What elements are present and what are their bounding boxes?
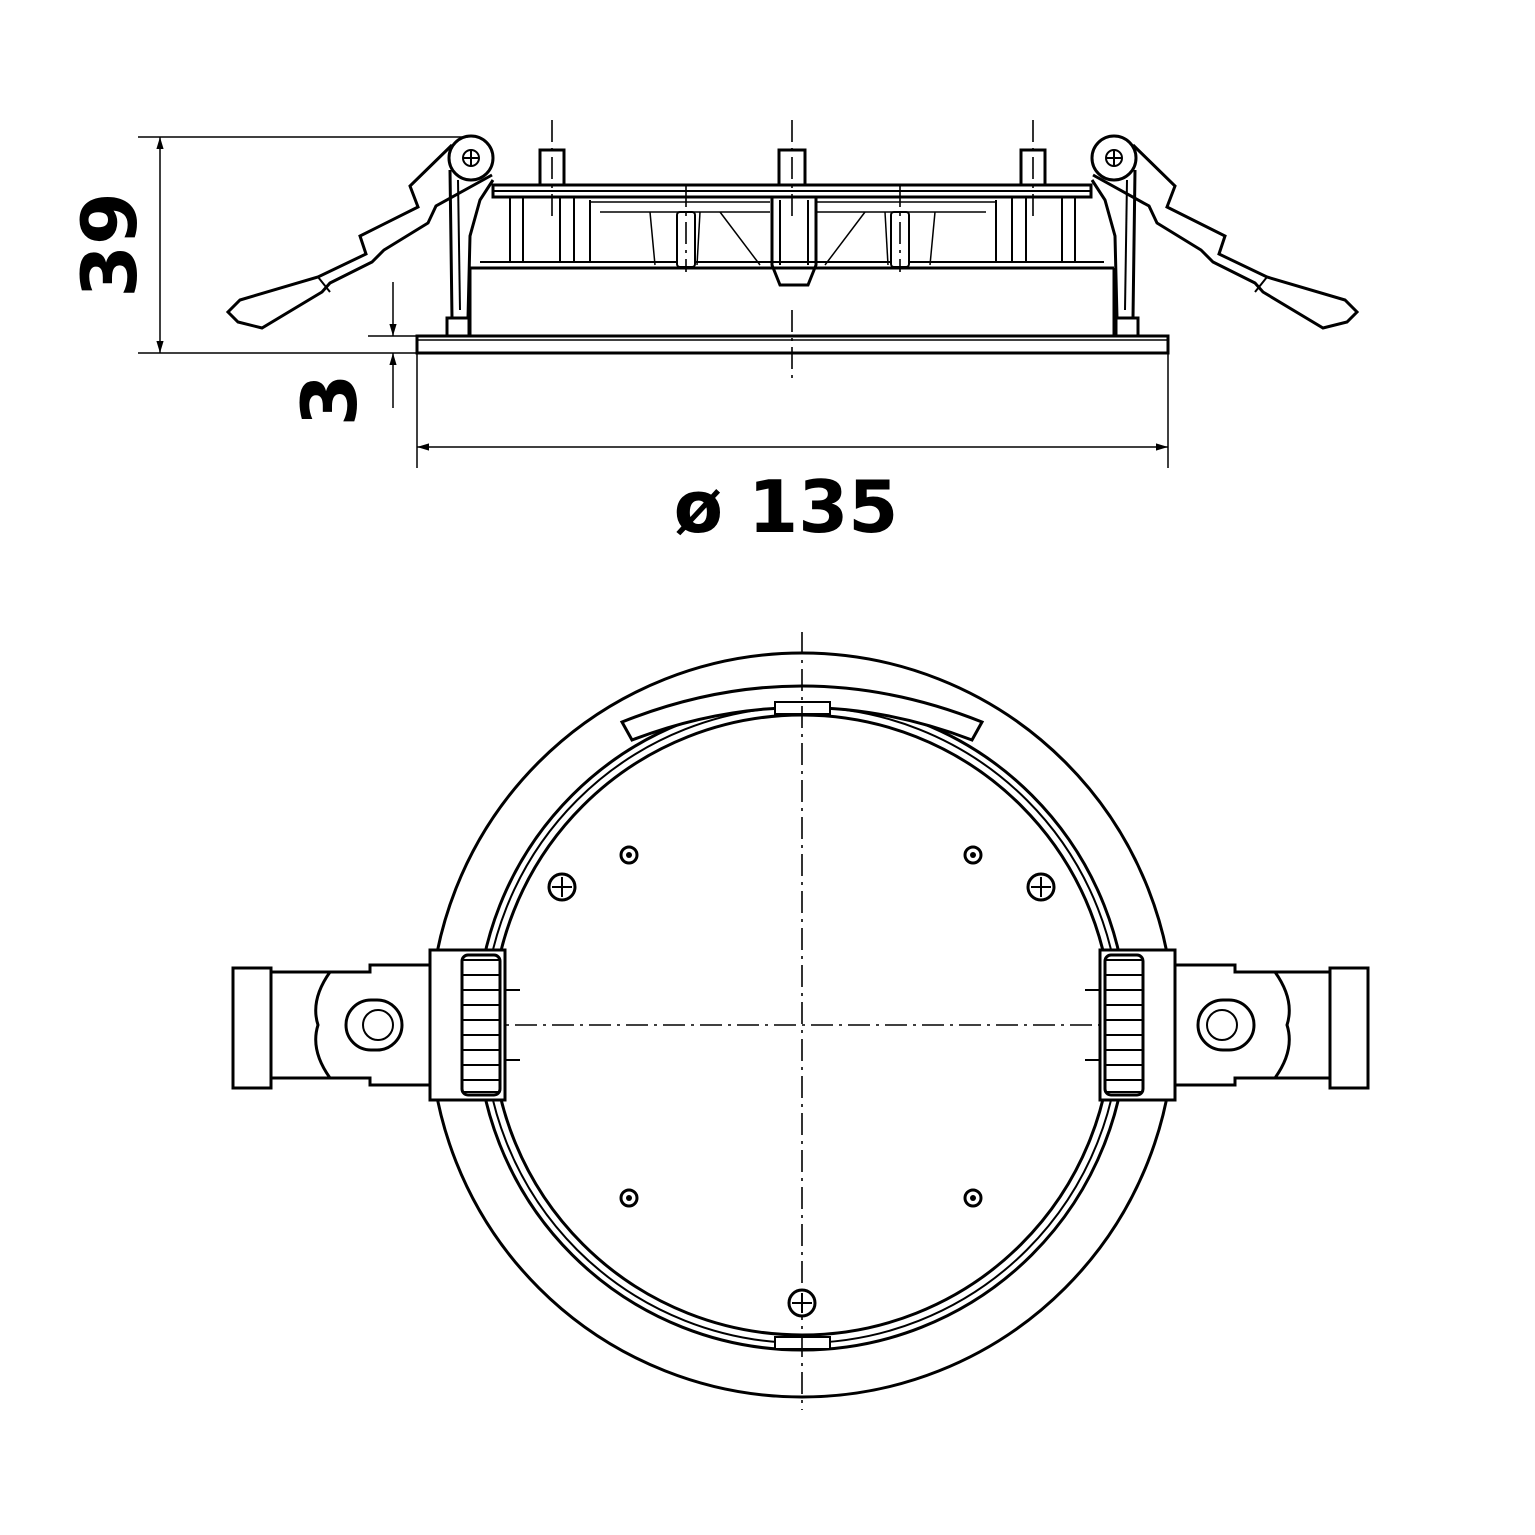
phillips-screw-icon <box>787 1288 817 1318</box>
diameter-label: ø 135 <box>674 465 899 549</box>
screw-icon <box>963 1188 983 1208</box>
flange-dimension: 3 <box>285 282 417 426</box>
diameter-dimension: ø 135 <box>416 353 1169 549</box>
phillips-screw-icon <box>547 872 577 902</box>
left-slot-icon <box>344 998 404 1052</box>
top-view <box>231 632 1370 1410</box>
height-label: 39 <box>65 192 154 298</box>
screw-icon <box>619 1188 639 1208</box>
screws <box>547 845 1056 1318</box>
housing-body <box>468 183 1116 336</box>
right-clip-topview <box>1085 948 1370 1102</box>
screw-icon <box>619 845 639 865</box>
flange-label: 3 <box>285 374 374 427</box>
right-slot-icon <box>1196 998 1256 1052</box>
left-spring-clip <box>225 134 495 338</box>
height-dimension: 39 <box>65 136 468 354</box>
right-spring-clip <box>1090 134 1360 338</box>
top-tab <box>619 684 985 742</box>
phillips-screw-icon <box>1026 872 1056 902</box>
side-view: 39 3 ø 135 <box>65 120 1360 549</box>
left-clip-topview <box>231 948 520 1102</box>
mounting-posts <box>538 120 1047 382</box>
screw-icon <box>963 845 983 865</box>
